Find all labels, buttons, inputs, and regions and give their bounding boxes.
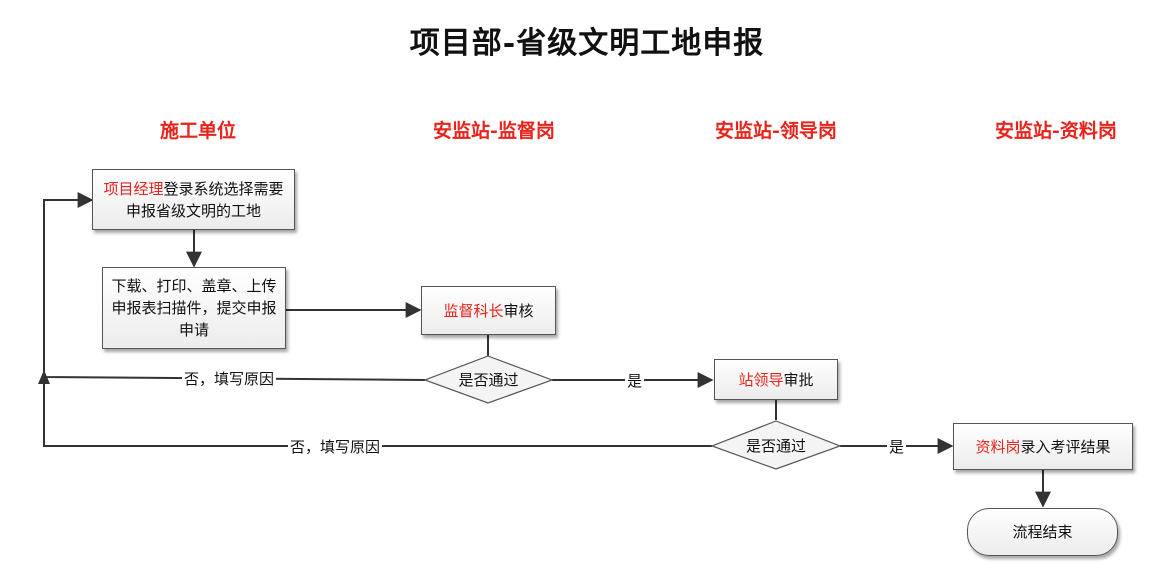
node-end[interactable]: 流程结束	[967, 508, 1118, 556]
decision2-label: 是否通过	[745, 437, 806, 455]
node-login-desc: 登录系统选择需要申报省级文明的工地	[125, 179, 284, 220]
decision1-diamond	[423, 355, 554, 404]
lane-header-supervision: 安监站-监督岗	[433, 120, 555, 142]
edge-label-decision2-no: 否，填写原因	[288, 436, 383, 457]
edge-label-decision1-no: 否，填写原因	[182, 368, 277, 389]
node-record-desc: 录入考评结果	[1020, 437, 1111, 456]
page-title: 项目部-省级文明工地申报	[409, 26, 765, 61]
node-login-text: 项目经理登录系统选择需要申报省级文明的工地	[99, 178, 288, 222]
lane-header-construction-unit: 施工单位	[159, 120, 236, 142]
decision2-diamond	[710, 420, 842, 470]
edge-label-decision1-yes: 是	[625, 370, 645, 391]
edge-decision2-no	[43, 384, 712, 447]
node-review-text: 监督科长审核	[443, 300, 533, 322]
lane-header-records: 安监站-资料岗	[995, 120, 1117, 142]
node-approve-role: 站领导	[738, 370, 784, 389]
node-submit[interactable]: 下载、打印、盖章、上传申报表扫描件，提交申报申请	[102, 267, 286, 349]
edge-label-decision2-yes: 是	[887, 436, 907, 457]
node-record-role: 资料岗	[975, 437, 1021, 456]
node-submit-text: 下载、打印、盖章、上传申报表扫描件，提交申报申请	[111, 277, 277, 339]
node-login-role: 项目经理	[103, 179, 164, 198]
lane-header-leadership: 安监站-领导岗	[715, 120, 837, 142]
node-approve-desc: 审批	[783, 370, 814, 389]
node-login[interactable]: 项目经理登录系统选择需要申报省级文明的工地	[92, 169, 295, 230]
edge-merge-arrow	[38, 370, 50, 384]
node-end-text: 流程结束	[1012, 523, 1073, 541]
node-review[interactable]: 监督科长审核	[421, 286, 556, 335]
decision1-label: 是否通过	[458, 371, 519, 389]
node-record[interactable]: 资料岗录入考评结果	[953, 423, 1133, 470]
node-approve-text: 站领导审批	[738, 369, 813, 391]
node-review-role: 监督科长	[443, 301, 504, 320]
node-record-text: 资料岗录入考评结果	[975, 436, 1110, 458]
node-review-desc: 审核	[503, 301, 534, 320]
node-approve[interactable]: 站领导审批	[714, 359, 838, 400]
